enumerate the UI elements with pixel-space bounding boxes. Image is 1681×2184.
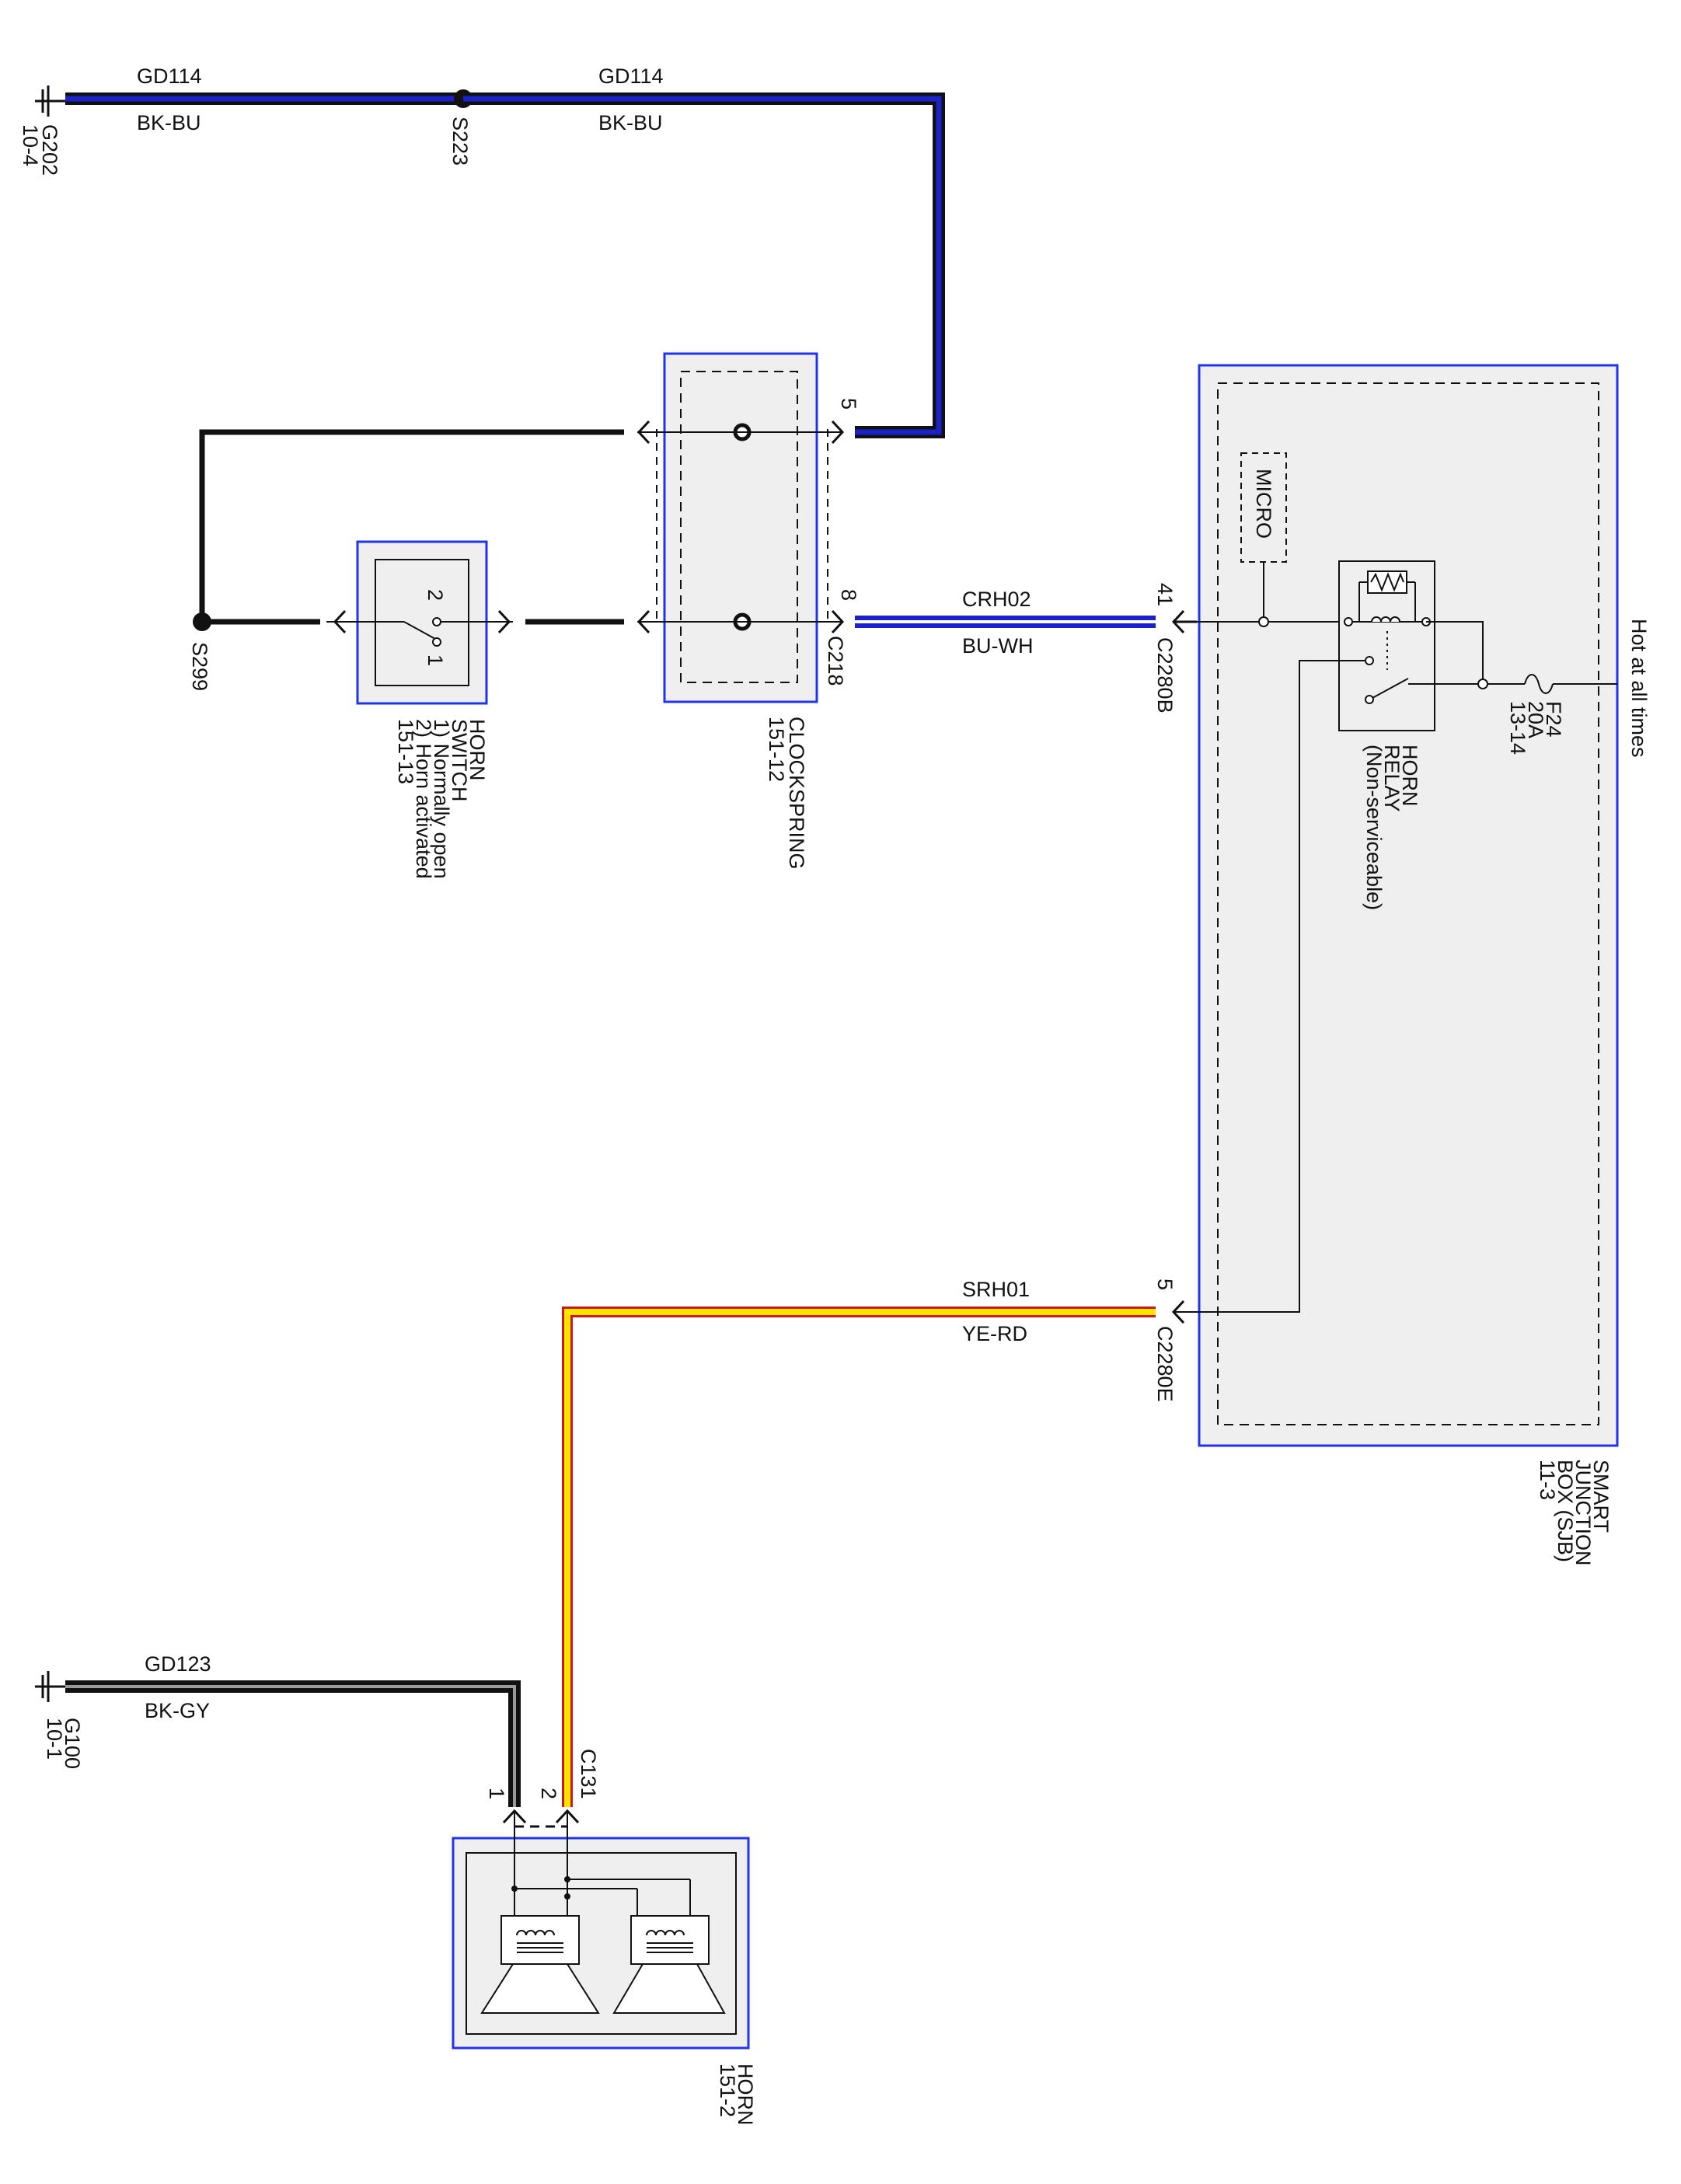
c2280e-label: C2280E: [1153, 1326, 1177, 1402]
wire-srh01-color: YE-RD: [962, 1322, 1027, 1345]
c218-pin-8: 8: [837, 589, 860, 601]
micro-module: [1240, 452, 1287, 627]
wire-srh01-circuit: SRH01: [962, 1278, 1030, 1301]
wire-gd114-left-circuit: GD114: [137, 65, 202, 88]
horn-relay-name-1: HORN: [1398, 745, 1421, 807]
c2280b-pin-41: 41: [1153, 583, 1177, 606]
horn-name: HORN: [734, 2064, 757, 2126]
c131-label: C131: [577, 1749, 600, 1799]
wire-gd123-color: BK-GY: [145, 1699, 210, 1722]
ground-g100: G100 10-1: [35, 1671, 84, 1769]
splice-s299: S299: [188, 612, 211, 691]
fuse-f24[interactable]: [1487, 674, 1617, 694]
horn-switch-pos-2: 2: [424, 589, 447, 601]
sjb-name-3: BOX (SJB): [1554, 1460, 1577, 1562]
wire-gd123[interactable]: [65, 1680, 521, 1807]
horn-unit-2: [612, 1915, 726, 2014]
horn-switch-note-2: 2) Horn activated: [412, 719, 435, 879]
connector-c2280e: [1171, 1300, 1185, 1324]
fuse-f24-id: F24: [1542, 701, 1565, 738]
c131-pin-2: 2: [537, 1788, 560, 1799]
splice-s299-label: S299: [188, 642, 211, 691]
wire-gd114-left-color: BK-BU: [137, 111, 201, 134]
c2280e-pin-5: 5: [1153, 1279, 1177, 1290]
c218-label: C218: [824, 636, 847, 686]
horn-switch-page: 151-13: [394, 719, 417, 784]
micro-label: MICRO: [1252, 469, 1275, 539]
sjb-page: 11-3: [1536, 1460, 1559, 1500]
horn-switch-blade: [403, 621, 436, 640]
horn-switch[interactable]: [326, 540, 513, 705]
fuse-f24-page: 13-14: [1506, 701, 1529, 755]
wire-crh02-color: BU-WH: [962, 634, 1033, 658]
ground-g202-page: 10-4: [19, 124, 42, 166]
horn-switch-pos-1: 1: [424, 654, 447, 666]
wire-gd114-right-color: BK-BU: [598, 111, 663, 134]
horn-switch-name-1: HORN: [466, 719, 489, 781]
clockspring[interactable]: [636, 352, 845, 703]
horn-relay[interactable]: [1338, 560, 1483, 731]
horn-page: 151-2: [716, 2064, 739, 2117]
fuse-f24-rating: 20A: [1524, 701, 1547, 738]
ground-g100-page: 10-1: [43, 1718, 66, 1760]
ground-g202-id: G202: [38, 124, 61, 176]
sjb-name-2: JUNCTION: [1571, 1460, 1595, 1566]
c2280b-label: C2280B: [1153, 637, 1177, 713]
clockspring-name: CLOCKSPRING: [785, 717, 808, 870]
wire-crh02-circuit: CRH02: [962, 588, 1031, 611]
power-label: Hot at all times: [1627, 619, 1651, 758]
horn-switch-note-1: 1) Normally open: [430, 719, 453, 879]
horn-relay-name-3: (Non-serviceable): [1362, 745, 1386, 910]
c218-pin-5: 5: [837, 398, 860, 410]
wire-gd114-right[interactable]: [463, 92, 945, 438]
wire-sjb-internal-srh01: [1174, 660, 1365, 1313]
wire-gd123-circuit: GD123: [145, 1652, 211, 1676]
horn-relay-contact: [1372, 679, 1407, 699]
horn[interactable]: [452, 1811, 750, 2050]
sjb-name-1: SMART: [1589, 1460, 1613, 1533]
ground-g202: G202 10-4: [19, 85, 65, 176]
wire-gd114-right-circuit: GD114: [598, 65, 664, 88]
splice-s223-label: S223: [448, 117, 472, 166]
ground-g100-id: G100: [61, 1718, 84, 1769]
wire-srh01[interactable]: [562, 1307, 1156, 1807]
wire-switch-return[interactable]: [199, 429, 624, 622]
horn-relay-name-2: RELAY: [1380, 745, 1404, 812]
horn-unit-1: [480, 1915, 600, 2014]
c131-pin-1: 1: [485, 1788, 508, 1799]
horn-switch-name-2: SWITCH: [448, 719, 471, 801]
clockspring-page: 151-12: [765, 717, 788, 782]
